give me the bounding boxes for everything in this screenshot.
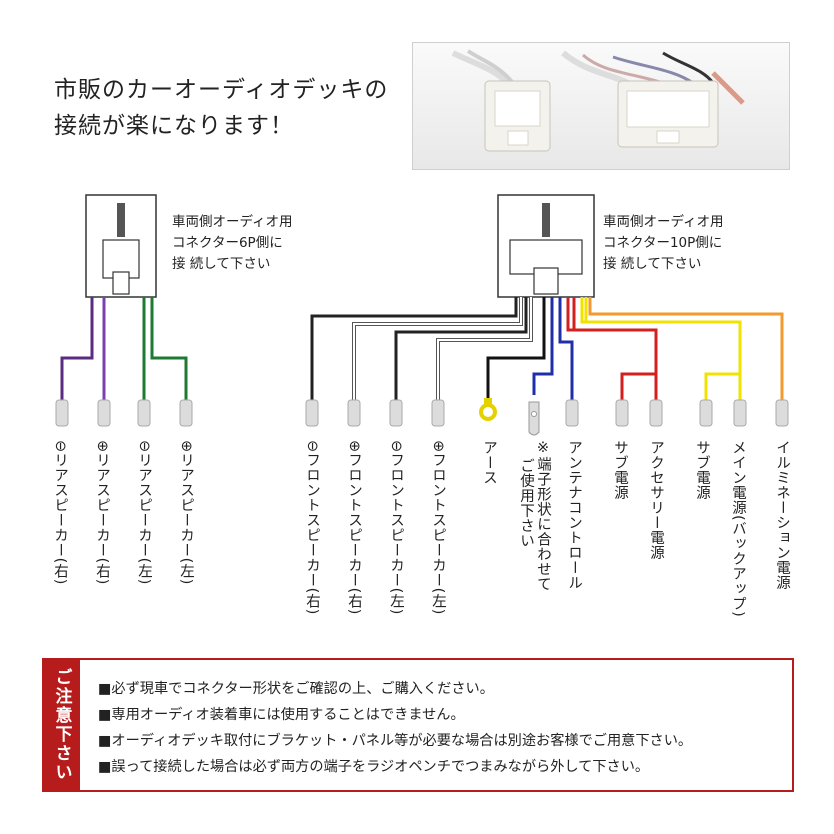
connector-10p-label-line3: 接 続して下さい [603,256,702,272]
wire-terminal [137,399,151,427]
wire-8 [486,297,546,400]
wire-terminal [733,399,747,427]
wire-label-illumination-power: イルミネーション電源 [774,440,790,590]
connector-10p-label-line2: コネクター10P側に [603,235,723,251]
wire-terminal [649,399,663,427]
wire-terminal [565,399,579,427]
headline: 市販のカーオーディオデッキの 接続が楽になります！ [54,72,388,144]
notice-list: ■必ず現車でコネクター形状をご確認の上、ご購入ください。 ■専用オーディオ装着車… [98,676,692,780]
wire-terminal [615,399,629,427]
product-photo [412,42,790,170]
notice-item: ■オーディオデッキ取付にブラケット・パネル等が必要な場合は別途お客様でご用意下さ… [98,733,693,749]
wire-7 [437,297,532,400]
wire-11-branch [620,372,656,400]
wire-label-front-plus-left: ⊕フロントスピーカー(左) [430,440,446,615]
notice-box: ご注意下さい ■必ず現車でコネクター形状をご確認の上、ご購入ください。 ■専用オ… [42,658,794,792]
blade-terminal [528,401,540,436]
headline-line2: 接続が楽になります！ [54,113,294,139]
connector-6p-label-line3: 接 続して下さい [172,256,271,272]
wire-terminal [179,399,193,427]
connector-photo-illustration [413,43,789,169]
wire-label-rear-minus-right: ⊖リアスピーカー(右) [52,440,68,585]
wire-13-branch [704,372,740,400]
connector-6p-label-line1: 車両側オーディオ用 [172,214,293,230]
wire-terminal [389,399,403,427]
connector-6p-label-line2: コネクター6P側に [172,235,283,251]
notice-tag: ご注意下さい [44,660,80,790]
wire-10 [558,297,574,400]
wire-terminal [699,399,713,427]
wire-4 [310,297,518,400]
wire-0 [60,297,94,400]
wire-12 [572,297,656,332]
wire-label-rear-minus-left: ⊖リアスピーカー(左) [136,440,152,585]
wire-label-front-minus-left: ⊖フロントスピーカー(左) [388,440,404,615]
wire-13 [580,297,742,400]
wire-terminal [97,399,111,427]
notice-item: ■専用オーディオ装着車には使用することはできません。 [98,707,465,723]
wire-label-front-plus-right: ⊕フロントスピーカー(右) [346,440,362,615]
wire-label-accessory-power: アクセサリー電源 [648,440,664,560]
connector-10p-label: 車両側オーディオ用 コネクター10P側に 接 続して下さい [603,212,724,275]
headline-line1: 市販のカーオーディオデッキの [54,77,389,103]
wiring-diagram [55,194,789,436]
blade-terminal-hole [531,411,537,417]
wire-terminal [775,399,789,427]
wire-terminal [431,399,445,427]
wire-3 [150,297,188,400]
connector-10p-label-line1: 車両側オーディオ用 [603,214,724,230]
wire-label-terminal-note-1: ※端子形状に合わせて [535,440,551,592]
wire-label-sub-power-red: サブ電源 [612,440,628,500]
wire-label-rear-plus-left: ⊕リアスピーカー(左) [178,440,194,585]
wire-label-antenna-control: アンテナコントロール [566,440,582,590]
wire-6 [394,297,528,400]
wire-9 [532,297,554,395]
ground-ring-terminal [479,403,497,421]
wire-15 [588,297,784,400]
notice-item: ■誤って接続した場合は必ず両方の端子をラジオペンチでつまみながら外して下さい。 [98,759,650,775]
wire-label-sub-power-yellow: サブ電源 [694,440,710,500]
wire-label-ground: アース [481,440,497,485]
wire-label-terminal-note-2: ご使用下さい [518,458,534,548]
wire-label-rear-plus-right: ⊕リアスピーカー(右) [94,440,110,585]
ground-ring-terminal-stem [484,398,492,406]
connector-6p-label: 車両側オーディオ用 コネクター6P側に 接 続して下さい [172,212,293,275]
notice-item: ■必ず現車でコネクター形状をご確認の上、ご購入ください。 [98,681,494,697]
connector-10p [497,194,595,298]
wire-5 [353,297,522,400]
wire-label-front-minus-right: ⊖フロントスピーカー(右) [304,440,320,615]
wire-terminal [55,399,69,427]
wire-terminal [347,399,361,427]
wire-label-main-power-backup: メイン電源(バックアップ) [730,440,746,618]
connector-6p [85,194,157,298]
wire-terminal [305,399,319,427]
